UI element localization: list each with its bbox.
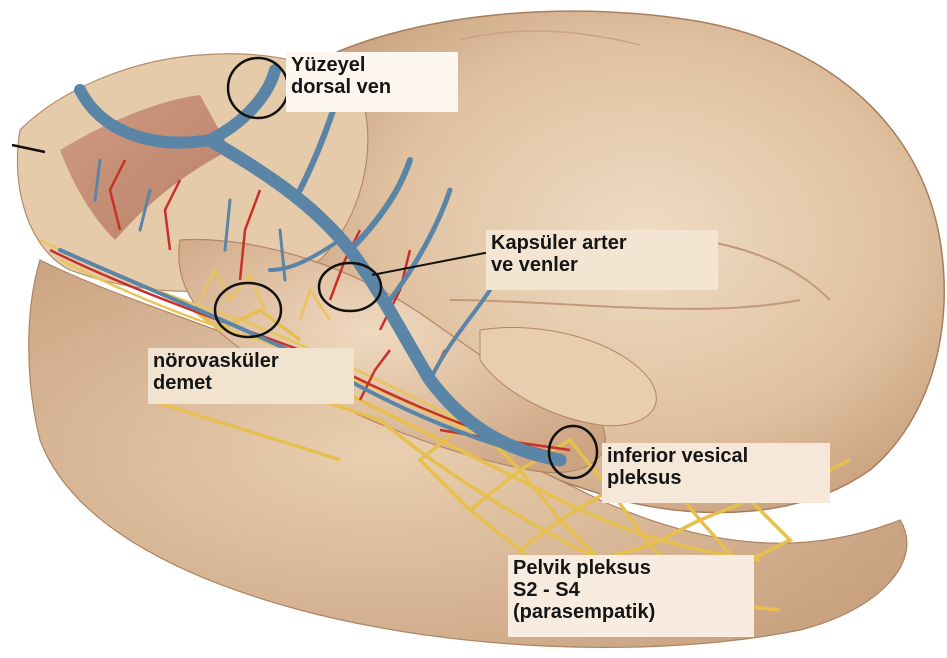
label-line: dorsal ven — [291, 76, 453, 98]
label-line: Pelvik pleksus — [513, 557, 749, 579]
label-line: ve venler — [491, 254, 713, 276]
label-capsular-vessels: Kapsüler arter ve venler — [486, 230, 718, 290]
label-superficial-dorsal-vein: Yüzeyel dorsal ven — [286, 52, 458, 112]
label-line: nörovasküler — [153, 350, 349, 372]
label-line: Kapsüler arter — [491, 232, 713, 254]
label-line: (parasempatik) — [513, 601, 749, 623]
label-inferior-vesical-plexus: inferior vesical pleksus — [602, 443, 830, 503]
label-line: demet — [153, 372, 349, 394]
label-line: S2 - S4 — [513, 579, 749, 601]
label-line: inferior vesical — [607, 445, 825, 467]
label-line: Yüzeyel — [291, 54, 453, 76]
label-pelvic-plexus: Pelvik pleksus S2 - S4 (parasempatik) — [508, 555, 754, 637]
label-line: pleksus — [607, 467, 825, 489]
label-neurovascular-bundle: nörovasküler demet — [148, 348, 354, 404]
